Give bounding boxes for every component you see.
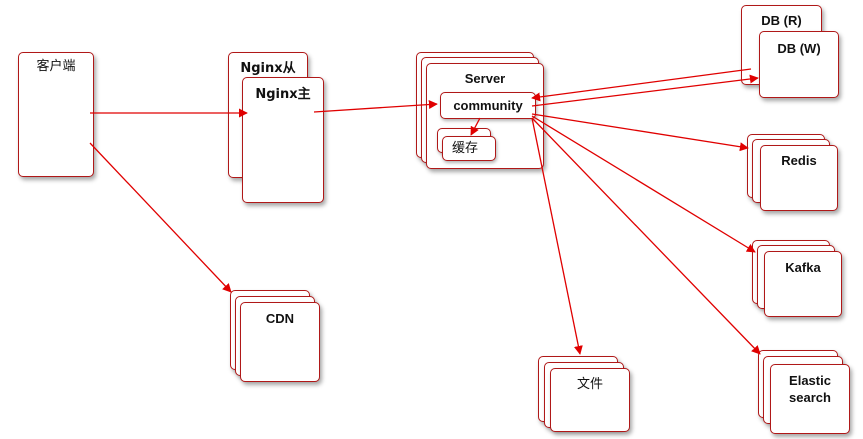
arrow-community-to-kafka [531, 115, 756, 253]
server-label: Server [464, 71, 506, 86]
arrow-nginx-to-community [313, 100, 438, 113]
nginx-master-label: Nginx主 [255, 87, 311, 102]
cdn-node: CDN [240, 302, 320, 382]
db-write-node: DB (W) [759, 31, 839, 98]
arrow-community-to-cache [470, 117, 481, 136]
arrow-community-to-redis [531, 113, 749, 152]
elasticsearch-node: Elastic search [770, 364, 850, 434]
community-node: community [440, 92, 536, 119]
nginx-slave-label: Nginx从 [240, 61, 296, 76]
redis-label: Redis [781, 153, 817, 168]
db-read-label: DB (R) [761, 13, 802, 28]
elasticsearch-label-line1: Elastic [789, 373, 831, 388]
cache-node: 缓存 [442, 136, 496, 161]
arrow-community-to-file [531, 117, 583, 355]
kafka-label: Kafka [785, 260, 821, 275]
community-label: community [453, 98, 523, 113]
client-label: 客户端 [36, 59, 76, 74]
arrow-client-to-cdn [89, 142, 232, 293]
cache-label: 缓存 [451, 141, 478, 156]
arrow-community-to-elasticsearch [531, 117, 761, 355]
file-node: 文件 [550, 368, 630, 432]
arrow-community-to-db-write [531, 74, 759, 107]
file-label: 文件 [576, 377, 603, 392]
client-node: 客户端 [18, 52, 94, 177]
db-write-label: DB (W) [777, 41, 821, 56]
nginx-master-node: Nginx主 [242, 77, 324, 203]
kafka-node: Kafka [764, 251, 842, 317]
redis-node: Redis [760, 145, 838, 211]
arrow-db-read-to-community [531, 68, 752, 102]
cdn-label: CDN [265, 311, 295, 326]
elasticsearch-label-line2: search [789, 390, 831, 405]
